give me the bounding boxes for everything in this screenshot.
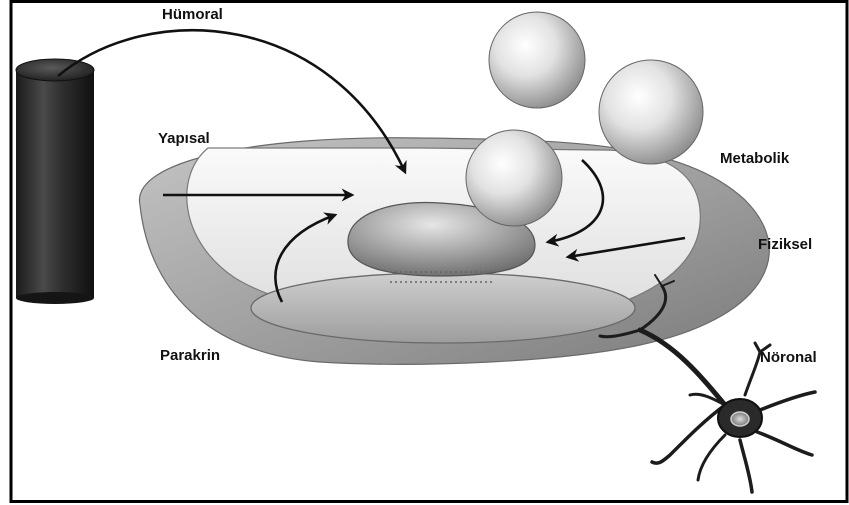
sphere-top <box>489 12 585 108</box>
sphere-right <box>599 60 703 164</box>
label-humoral: Hümoral <box>162 6 223 23</box>
label-yapisal: Yapısal <box>158 130 210 147</box>
sphere-center <box>466 130 562 226</box>
neuron-nucleus <box>731 412 749 426</box>
label-parakrin: Parakrin <box>160 347 220 364</box>
label-noronal: Nöronal <box>760 349 817 366</box>
blood-vessel-cylinder <box>16 59 94 304</box>
label-fiziksel: Fiziksel <box>758 236 812 253</box>
label-metabolik: Metabolik <box>720 150 790 167</box>
extracellular-matrix-platform <box>251 273 635 343</box>
